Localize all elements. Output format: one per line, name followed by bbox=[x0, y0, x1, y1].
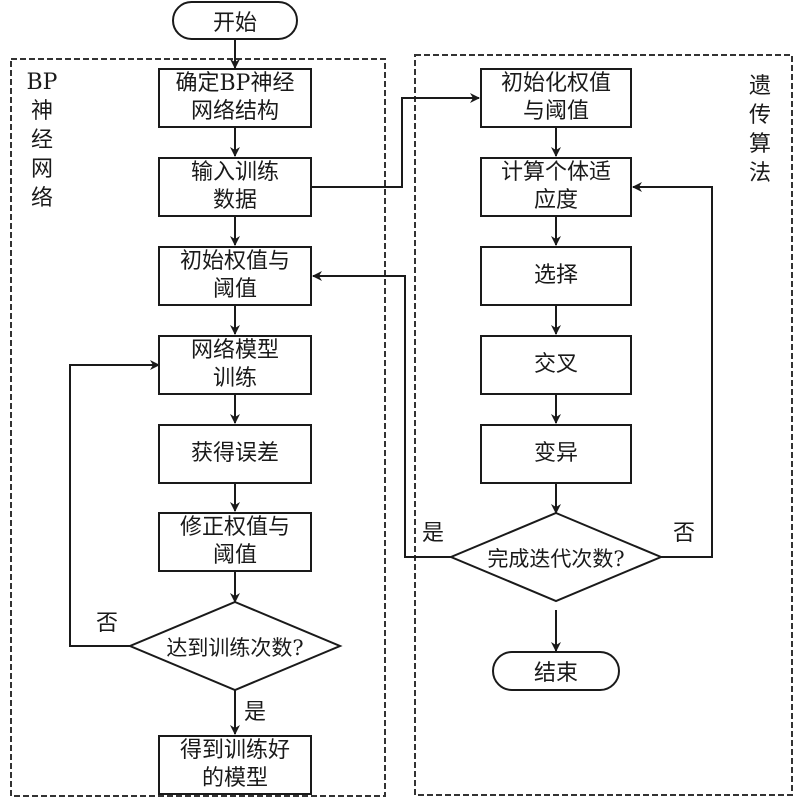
ga-decision-diamond bbox=[448, 511, 664, 603]
end-label: 结束 bbox=[533, 661, 578, 686]
bp-step-get-error: 获得误差 bbox=[158, 424, 312, 484]
start-terminal: 开始 bbox=[172, 1, 298, 40]
bp-title-line-3: 网 bbox=[30, 157, 53, 182]
bp-step-init-weights: 初始权值与 阈值 bbox=[158, 246, 312, 306]
bp-title-line-0: BP bbox=[26, 70, 58, 95]
ga-no-label: 否 bbox=[673, 521, 696, 546]
bp-decision-label: 达到训练次数? bbox=[166, 636, 304, 660]
ga-title-line-0: 遗 bbox=[748, 74, 771, 99]
ga-group-title-col: 遗 传 算 法 bbox=[745, 72, 775, 188]
bp-title-line-2: 经 bbox=[30, 128, 53, 153]
bp-group-border bbox=[10, 58, 386, 797]
arrow-ga-no-loop bbox=[632, 182, 713, 558]
ga-step-label: 选择 bbox=[533, 263, 578, 288]
bp-step-define-structure: 确定BP神经 网络结构 bbox=[158, 68, 312, 128]
ga-step-label: 计算个体适 应度 bbox=[500, 160, 611, 213]
ga-title-line-2: 算 bbox=[748, 132, 771, 157]
ga-step-fitness: 计算个体适 应度 bbox=[480, 157, 632, 217]
bp-step-label: 确定BP神经 网络结构 bbox=[175, 71, 295, 124]
arrow-bp-no-loop bbox=[69, 360, 160, 647]
bp-no-label: 否 bbox=[96, 611, 119, 636]
bp-step-label: 网络模型 训练 bbox=[190, 338, 279, 391]
ga-title-line-3: 法 bbox=[748, 161, 771, 186]
ga-step-init-weights: 初始化权值 与阈值 bbox=[480, 68, 632, 128]
bp-decision-diamond bbox=[127, 600, 343, 692]
ga-step-selection: 选择 bbox=[480, 246, 632, 306]
bp-step-adjust-weights: 修正权值与 阈值 bbox=[158, 512, 312, 572]
bp-title-line-4: 络 bbox=[30, 186, 53, 211]
bp-result-label: 得到训练好 的模型 bbox=[179, 738, 290, 791]
bp-step-label: 输入训练 数据 bbox=[190, 160, 279, 213]
arrow-ga-yes-to-bp-init bbox=[312, 271, 451, 558]
start-label: 开始 bbox=[212, 10, 257, 36]
bp-result-trained-model: 得到训练好 的模型 bbox=[158, 735, 312, 795]
bp-group-title-col: BP 神 经 网 络 bbox=[22, 68, 62, 213]
bp-title-line-1: 神 bbox=[30, 99, 53, 124]
bp-yes-label: 是 bbox=[244, 700, 267, 725]
bp-step-train-model: 网络模型 训练 bbox=[158, 335, 312, 395]
ga-step-crossover: 交叉 bbox=[480, 335, 632, 395]
ga-step-label: 交叉 bbox=[533, 352, 578, 377]
ga-title-line-1: 传 bbox=[748, 103, 771, 128]
bp-step-label: 修正权值与 阈值 bbox=[179, 515, 290, 568]
bp-step-input-data: 输入训练 数据 bbox=[158, 157, 312, 217]
ga-step-label: 初始化权值 与阈值 bbox=[500, 71, 611, 124]
ga-step-mutation: 变异 bbox=[480, 424, 632, 484]
ga-yes-label: 是 bbox=[422, 521, 445, 546]
arrow-input-to-ga-init bbox=[312, 93, 480, 188]
ga-step-label: 变异 bbox=[533, 441, 578, 466]
end-terminal: 结束 bbox=[492, 651, 620, 691]
bp-step-label: 获得误差 bbox=[190, 441, 279, 466]
ga-group-border bbox=[414, 54, 793, 796]
ga-decision-label: 完成迭代次数? bbox=[487, 547, 625, 571]
bp-step-label: 初始权值与 阈值 bbox=[179, 249, 290, 302]
